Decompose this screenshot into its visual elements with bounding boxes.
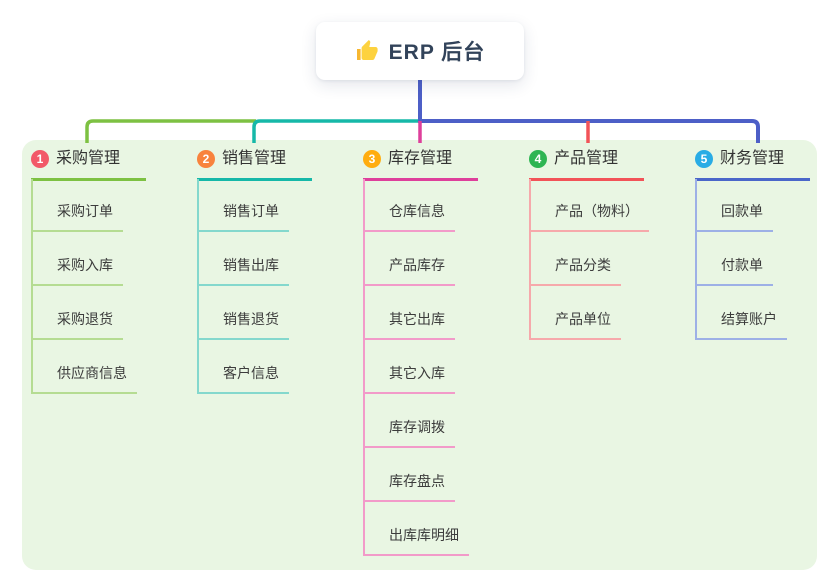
branch-node[interactable]: 1 采购管理 — [31, 150, 146, 181]
connector-root — [418, 78, 760, 143]
branch-label: 库存管理 — [388, 150, 453, 167]
child-node[interactable]: 其它入库 — [363, 361, 455, 394]
branch-badge: 3 — [363, 150, 381, 168]
root-label: ERP 后台 — [388, 41, 486, 64]
branch-label: 销售管理 — [222, 150, 287, 167]
branch-badge: 1 — [31, 150, 49, 168]
child-node[interactable]: 产品单位 — [529, 307, 621, 340]
child-node[interactable]: 出库库明细 — [363, 523, 469, 556]
branch-children-line — [363, 179, 365, 556]
branch-node[interactable]: 4 产品管理 — [529, 150, 644, 181]
child-node[interactable]: 采购退货 — [31, 307, 123, 340]
child-node[interactable]: 产品（物料） — [529, 199, 649, 232]
mindmap-panel-background — [22, 140, 817, 570]
branch-children-line — [197, 179, 199, 394]
branch-children-line — [695, 179, 697, 340]
child-node[interactable]: 销售订单 — [197, 199, 289, 232]
child-node[interactable]: 付款单 — [695, 253, 773, 286]
child-node[interactable]: 销售出库 — [197, 253, 289, 286]
child-node[interactable]: 产品库存 — [363, 253, 455, 286]
branch-children-line — [31, 179, 33, 394]
child-node[interactable]: 采购订单 — [31, 199, 123, 232]
child-node[interactable]: 其它出库 — [363, 307, 455, 340]
child-node[interactable]: 客户信息 — [197, 361, 289, 394]
branch-badge: 2 — [197, 150, 215, 168]
branch-label: 产品管理 — [554, 150, 619, 167]
child-node[interactable]: 销售退货 — [197, 307, 289, 340]
child-node[interactable]: 产品分类 — [529, 253, 621, 286]
branch-node[interactable]: 3 库存管理 — [363, 150, 478, 181]
child-node[interactable]: 结算账户 — [695, 307, 787, 340]
child-node[interactable]: 供应商信息 — [31, 361, 137, 394]
branch-children-line — [529, 179, 531, 340]
child-node[interactable]: 库存盘点 — [363, 469, 455, 502]
root-node[interactable]: ERP 后台 — [316, 22, 524, 80]
branch-badge: 5 — [695, 150, 713, 168]
thumbs-up-icon — [356, 40, 378, 60]
branch-node[interactable]: 2 销售管理 — [197, 150, 312, 181]
child-node[interactable]: 库存调拨 — [363, 415, 455, 448]
branch-node[interactable]: 5 财务管理 — [695, 150, 810, 181]
branch-label: 财务管理 — [720, 150, 785, 167]
branch-badge: 4 — [529, 150, 547, 168]
child-node[interactable]: 回款单 — [695, 199, 773, 232]
child-node[interactable]: 采购入库 — [31, 253, 123, 286]
child-node[interactable]: 仓库信息 — [363, 199, 455, 232]
branch-label: 采购管理 — [56, 150, 121, 167]
